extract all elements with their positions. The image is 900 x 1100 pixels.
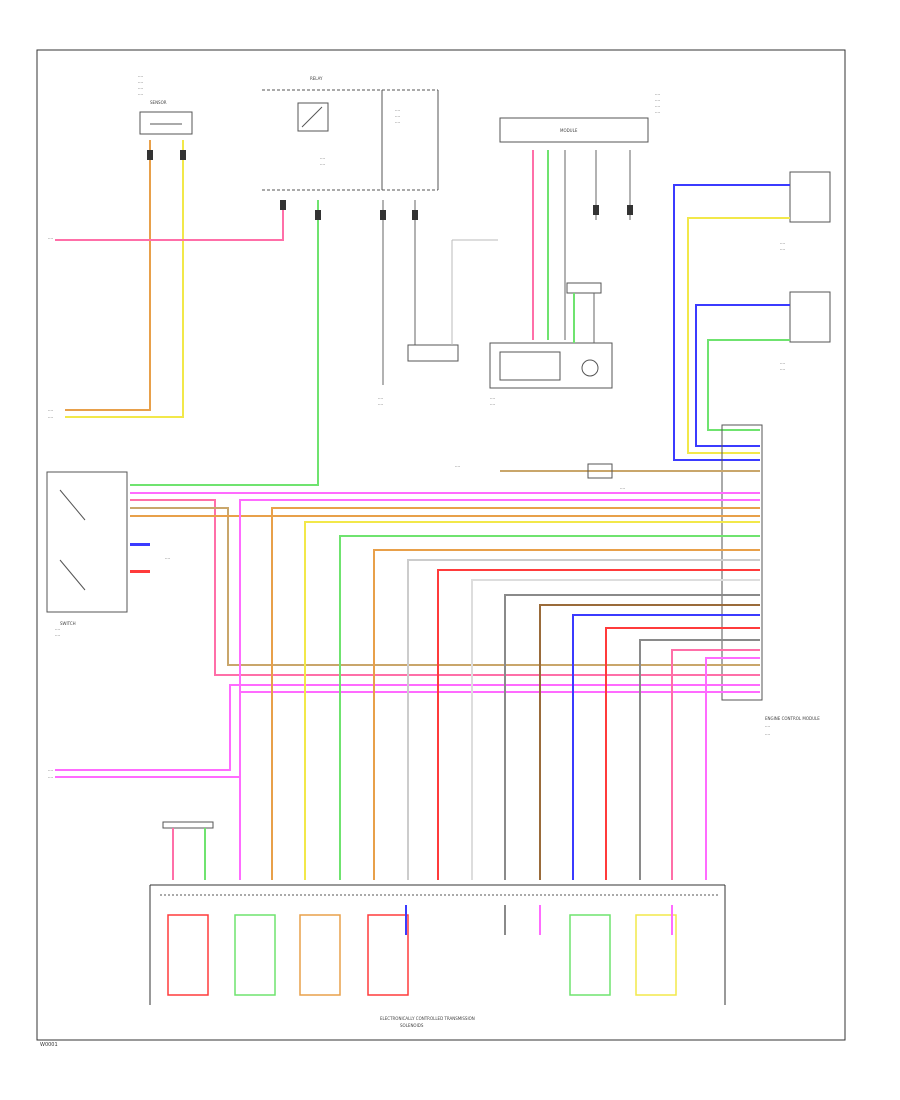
svg-text:····: ···· <box>138 86 143 91</box>
svg-text:····: ···· <box>48 408 53 413</box>
top-left-sensor-label: SENSOR <box>150 100 167 105</box>
svg-text:····: ···· <box>655 92 660 97</box>
wire-yellow-sensor <box>65 140 184 418</box>
svg-text:····: ···· <box>55 627 60 632</box>
bottom-controller-label: ELECTRONICALLY CONTROLLED TRANSMISSION <box>380 1016 475 1021</box>
svg-text:····: ···· <box>138 74 143 79</box>
footer-code: W0001 <box>40 1042 58 1048</box>
svg-text:····: ···· <box>395 108 400 113</box>
bottom-controller-sub: SOLENOIDS <box>400 1023 424 1028</box>
svg-text:····: ···· <box>490 396 495 401</box>
svg-text:····: ···· <box>780 367 785 372</box>
wire-h-pink-loop <box>130 499 760 676</box>
svg-text:····: ···· <box>765 724 770 729</box>
svg-text:····: ···· <box>48 236 53 241</box>
svg-text:····: ···· <box>395 114 400 119</box>
wire-pink-feed <box>55 205 284 241</box>
wire-h-magenta-bottom <box>55 684 760 771</box>
svg-text:····: ···· <box>378 396 383 401</box>
svg-text:····: ···· <box>320 162 325 167</box>
svg-text:····: ···· <box>765 732 770 737</box>
ground-symbol: ···· ···· <box>455 463 760 491</box>
svg-text:····: ···· <box>395 120 400 125</box>
svg-text:····: ···· <box>55 633 60 638</box>
top-relay-label: RELAY <box>310 76 323 81</box>
ecm-label: ENGINE CONTROL MODULE <box>765 716 820 721</box>
wire-yellow-sensor-top <box>687 217 790 454</box>
svg-text:····: ···· <box>48 768 53 773</box>
bottom-controller: ELECTRONICALLY CONTROLLED TRANSMISSION S… <box>149 821 726 1028</box>
svg-text:····: ···· <box>138 92 143 97</box>
wire-green-relay <box>130 200 319 486</box>
svg-text:····: ···· <box>780 361 785 366</box>
vertical-bus <box>239 499 760 880</box>
svg-text:····: ···· <box>48 415 53 420</box>
svg-text:····: ···· <box>48 775 53 780</box>
wire-blue-sensor-top <box>673 184 790 461</box>
top-right-module-label: MODULE <box>560 128 578 133</box>
top-left-sensor: ···· ···· ···· ···· SENSOR <box>138 74 193 135</box>
svg-text:····: ···· <box>138 80 143 85</box>
svg-text:····: ···· <box>655 110 660 115</box>
wire-h-tan-loop <box>130 507 760 666</box>
svg-text:····: ···· <box>490 402 495 407</box>
svg-text:····: ···· <box>455 464 460 469</box>
svg-text:····: ···· <box>320 156 325 161</box>
right-sensor-bottom: ···· ···· <box>780 291 831 372</box>
module-relay-block: ···· ···· <box>489 282 613 407</box>
top-right-module: MODULE ···· ···· ···· ···· <box>499 92 660 143</box>
svg-text:····: ···· <box>655 98 660 103</box>
svg-text:····: ···· <box>655 104 660 109</box>
svg-text:····: ···· <box>780 241 785 246</box>
diagram-frame <box>36 49 846 1041</box>
svg-text:····: ···· <box>165 556 170 561</box>
relay-junction: ···· ···· <box>378 239 498 407</box>
shift-switch: SWITCH ···· ···· ···· <box>46 471 170 638</box>
svg-text:····: ···· <box>780 247 785 252</box>
ecm-connector: ENGINE CONTROL MODULE ···· ···· <box>721 424 820 737</box>
wire-blue-sensor-bottom <box>695 304 790 447</box>
top-relay: RELAY ···· ···· ···· ···· ···· <box>262 76 439 191</box>
wire-orange-sensor <box>65 140 151 411</box>
wire-green-sensor-bottom <box>707 339 790 431</box>
shift-switch-label: SWITCH <box>60 621 76 626</box>
svg-text:····: ···· <box>378 402 383 407</box>
svg-text:····: ···· <box>620 486 625 491</box>
right-sensor-top: ···· ···· <box>780 171 831 252</box>
